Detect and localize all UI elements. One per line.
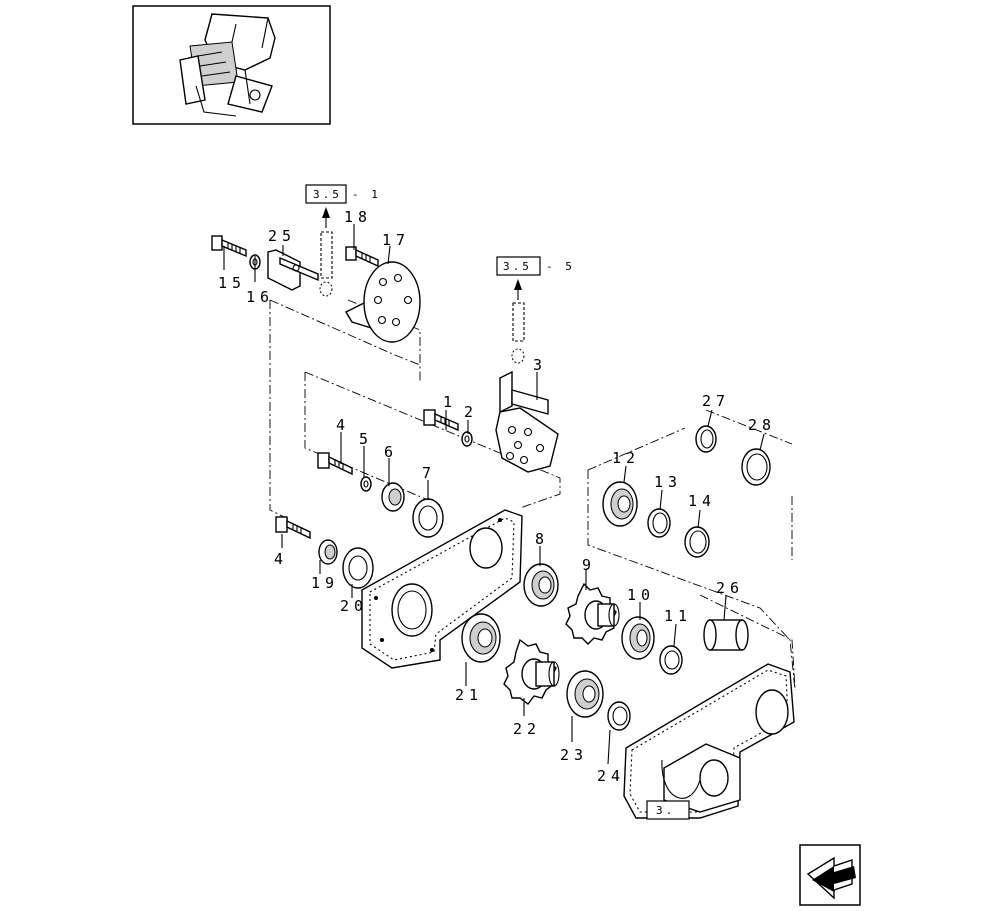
bushing-19[interactable] bbox=[318, 539, 338, 565]
callout-23: 23 bbox=[560, 746, 588, 764]
bolt-18[interactable] bbox=[345, 246, 379, 268]
callout-22: 22 bbox=[513, 720, 541, 738]
housing-plate[interactable] bbox=[361, 509, 523, 669]
reference-top-suffix: - 1 bbox=[352, 188, 381, 201]
callout-13: 13 bbox=[654, 473, 682, 491]
ring-24[interactable] bbox=[607, 701, 631, 731]
callout-24: 24 bbox=[597, 767, 625, 785]
reference-top-number: 3.5 bbox=[313, 188, 342, 201]
sprocket-22[interactable] bbox=[503, 638, 560, 705]
washer-5[interactable] bbox=[360, 476, 372, 492]
callout-7: 7 bbox=[422, 464, 436, 482]
previous-page-arrow-icon bbox=[806, 856, 856, 900]
callout-25: 25 bbox=[268, 227, 296, 245]
sleeve-26[interactable] bbox=[703, 619, 749, 651]
bearing-8[interactable] bbox=[523, 563, 559, 607]
bolt-15[interactable] bbox=[211, 235, 247, 258]
ring-11[interactable] bbox=[659, 645, 683, 675]
bearing-12[interactable] bbox=[602, 481, 638, 527]
reference-middle-suffix: - 5 bbox=[546, 260, 575, 273]
bracket-3[interactable] bbox=[495, 370, 559, 473]
callout-5: 5 bbox=[359, 430, 373, 448]
callout-27: 27 bbox=[702, 392, 730, 410]
machine-thumbnail[interactable] bbox=[132, 5, 331, 125]
bearing-21[interactable] bbox=[461, 613, 501, 663]
gear-housing[interactable] bbox=[623, 663, 795, 819]
reference-middle-number: 3.5 bbox=[503, 260, 532, 273]
ring-28[interactable] bbox=[741, 448, 771, 486]
previous-page-button[interactable] bbox=[799, 844, 861, 906]
ring-27[interactable] bbox=[695, 425, 717, 453]
callout-8: 8 bbox=[535, 530, 549, 548]
ring-14[interactable] bbox=[684, 526, 710, 558]
washer-2[interactable] bbox=[461, 431, 473, 447]
sprocket-9[interactable] bbox=[565, 582, 620, 645]
bearing-10[interactable] bbox=[621, 616, 655, 660]
callout-10: 10 bbox=[627, 586, 655, 604]
reference-link-top[interactable]: 3.5 - 1 bbox=[305, 184, 381, 228]
callout-20: 20 bbox=[340, 597, 368, 615]
callout-4-upper: 4 bbox=[336, 416, 350, 434]
callout-18: 18 bbox=[344, 208, 372, 226]
bushing-6[interactable] bbox=[381, 482, 405, 512]
callout-11: 11 bbox=[664, 607, 692, 625]
bearing-23[interactable] bbox=[566, 670, 604, 718]
callout-12: 12 bbox=[612, 449, 640, 467]
bolt-1[interactable] bbox=[423, 409, 459, 432]
callout-4-lower: 4 bbox=[274, 550, 288, 568]
reference-link-middle[interactable]: 3.5 - 5 bbox=[496, 256, 575, 300]
callout-26: 26 bbox=[716, 579, 744, 597]
bracket-25[interactable] bbox=[267, 249, 319, 291]
seal-7[interactable] bbox=[412, 498, 444, 538]
shaft-pin-middle bbox=[511, 302, 525, 364]
bolt-4-upper[interactable] bbox=[317, 452, 353, 476]
callout-28: 28 bbox=[748, 416, 776, 434]
plate-17[interactable] bbox=[345, 261, 421, 343]
callout-labels: 15 16 25 18 17 3 1 2 4 5 6 7 4 19 20 8 9… bbox=[218, 208, 776, 785]
callout-1: 1 bbox=[443, 393, 457, 411]
callout-3: 3 bbox=[533, 356, 547, 374]
leader-lines bbox=[223, 224, 765, 765]
arrow-up-icon bbox=[322, 207, 330, 218]
reference-link-bottom[interactable]: 3. bbox=[646, 800, 690, 820]
callout-6: 6 bbox=[384, 443, 398, 461]
shaft-pin-top bbox=[319, 231, 333, 297]
callout-19: 19 bbox=[311, 574, 339, 592]
callout-21: 21 bbox=[455, 686, 483, 704]
callout-2: 2 bbox=[464, 403, 478, 421]
bolt-4-lower[interactable] bbox=[275, 516, 311, 540]
machine-overview-icon bbox=[179, 13, 276, 117]
ring-13[interactable] bbox=[647, 508, 671, 538]
seal-20[interactable] bbox=[342, 547, 374, 589]
callout-9: 9 bbox=[582, 556, 596, 574]
callout-14: 14 bbox=[688, 492, 716, 510]
callout-17: 17 bbox=[382, 231, 410, 249]
callout-15: 15 bbox=[218, 274, 246, 292]
arrow-up-icon bbox=[514, 279, 522, 290]
callout-16: 16 bbox=[246, 288, 274, 306]
reference-bottom-number: 3. bbox=[656, 804, 675, 817]
